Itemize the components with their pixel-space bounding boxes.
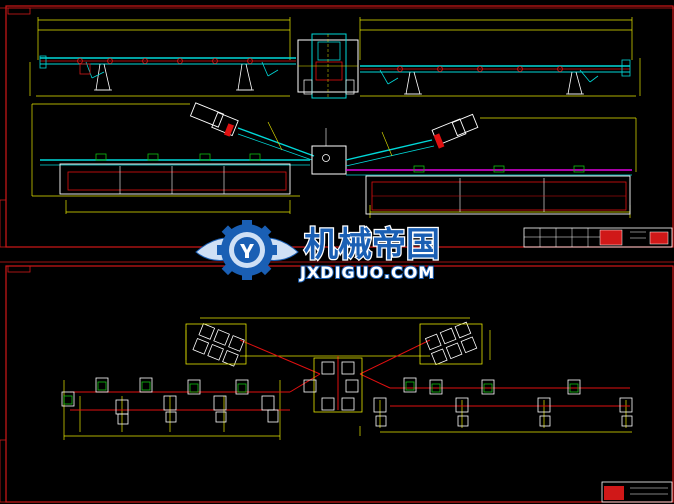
left-conveyor-elevation [39,55,296,91]
right-conveyor-elevation [360,59,631,95]
sheet-bottom [0,265,674,503]
sheet-top-corner-tag [7,7,31,15]
plan-view [31,102,637,218]
layout-dimensions [63,317,632,440]
sheet-top-left-strip [0,199,7,248]
left-diagonal-feeder [189,102,315,161]
watermark: 机械帝国 JXDIGUO.COM [195,220,441,283]
watermark-title: 机械帝国 [304,225,440,265]
sheet-top [0,5,674,248]
sheet-bottom-frame [5,265,674,503]
sheet-bottom-corner-tag [7,265,31,273]
central-transfer-unit [297,33,359,99]
sheet-bottom-left-strip [0,439,7,503]
upper-elevation [29,17,641,97]
watermark-subtitle: JXDIGUO.COM [299,263,435,282]
right-diagonal-feeder [345,113,479,167]
title-block-bottom [601,481,673,503]
sheet-top-frame [5,5,674,248]
layout-machines [61,321,633,427]
gear-icon [217,220,277,280]
title-block-top [523,227,673,248]
layout-conveyor-lines [70,339,630,411]
